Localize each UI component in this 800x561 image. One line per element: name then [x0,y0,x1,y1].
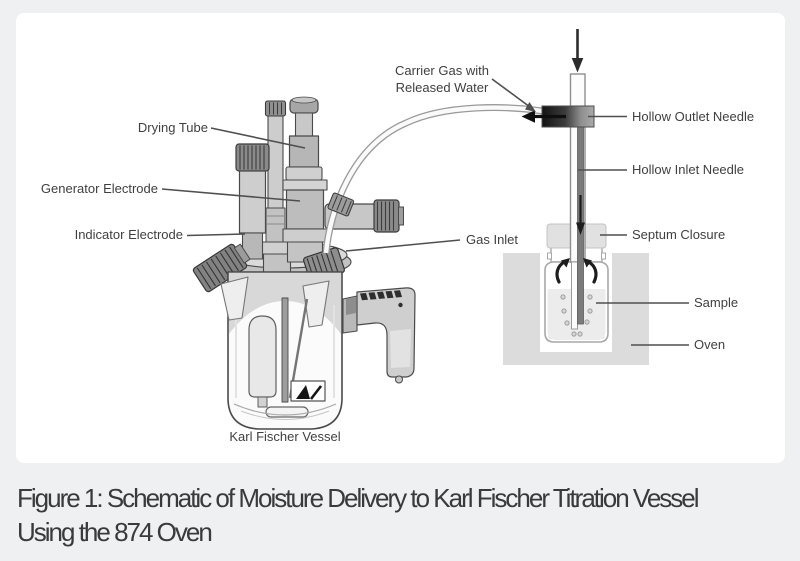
leader-lines [161,78,689,346]
sample-label: Sample [694,295,739,310]
hollow-outlet-needle-label: Hollow Outlet Needle [632,109,755,124]
carrier-gas-label: Carrier Gas with Released Water [395,63,489,95]
karl-fischer-vessel-label: Karl Fischer Vessel [229,429,341,444]
carrier-gas-leader-arrowhead [525,102,536,112]
generator-electrode-label: Generator Electrode [40,181,158,196]
hollow-inlet-needle-label: Hollow Inlet Needle [632,162,745,177]
gas-flow-arrow [521,110,535,123]
drying-tube-graphic [285,96,323,181]
indicator-electrode-graphic [235,143,270,260]
figure-caption-line1: Figure 1: Schematic of Moisture Delivery… [17,483,700,513]
figure-panel [16,13,785,463]
generator-electrode-graphic [282,179,328,263]
oven-label: Oven [694,337,726,352]
vessel-clamp-graphic [342,287,416,384]
carrier-tubing-graphic [322,104,543,254]
karl-fischer-vessel-illustration [192,96,416,430]
drying-tube-label: Drying Tube [137,120,208,135]
gas-inlet-label: Gas Inlet [466,232,519,247]
figure-caption-line2: Using the 874 Oven [17,517,213,547]
sample-bubbles [560,294,593,337]
indicator-electrode-label: Indicator Electrode [74,227,183,242]
septum-closure-label: Septum Closure [632,227,726,242]
figure-caption: Figure 1: Schematic of Moisture Delivery… [17,481,792,549]
needle-assembly-graphic [521,29,598,330]
inlet-flow-arrow [571,58,584,73]
